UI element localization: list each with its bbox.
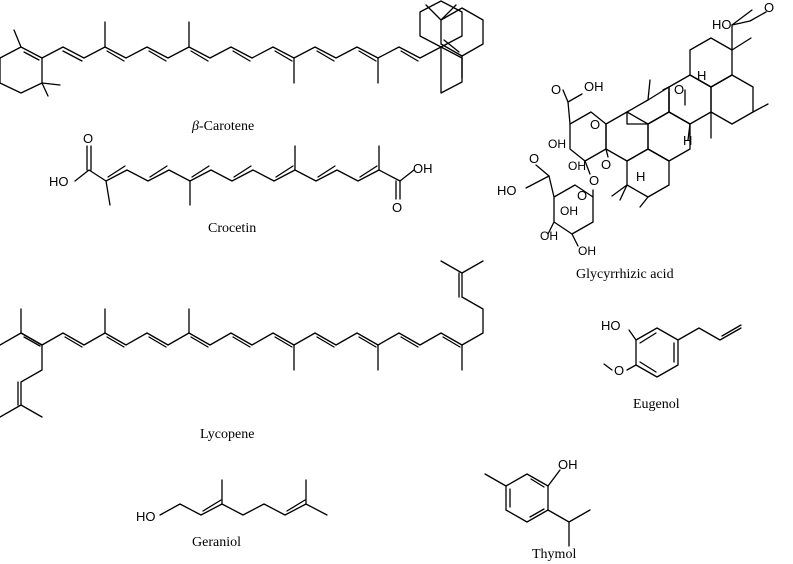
glyc-oh-c: OH bbox=[560, 204, 578, 218]
glyc-o-ring1: O bbox=[590, 117, 600, 132]
crocetin-o-top: O bbox=[83, 131, 93, 146]
geraniol-ho: HO bbox=[136, 509, 156, 524]
glyc-o-ketone: O bbox=[674, 82, 684, 97]
glyc-o-top: O bbox=[764, 0, 774, 15]
thymol-structure: OH Thymol bbox=[484, 457, 591, 562]
thymol-label: Thymol bbox=[532, 547, 576, 562]
glyc-o-link: O bbox=[601, 157, 611, 172]
geraniol-structure: HO Geraniol bbox=[136, 479, 328, 550]
geraniol-label: Geraniol bbox=[192, 535, 241, 550]
eugenol-label: Eugenol bbox=[633, 397, 680, 412]
glycyrrhizic-acid-structure: HO O O H H H O O O OH OH OH O O O HO OH … bbox=[497, 0, 774, 282]
crocetin-o-bottom: O bbox=[392, 200, 402, 215]
glyc-h3: H bbox=[636, 169, 645, 184]
glyc-cooh2-o: O bbox=[529, 151, 539, 166]
glyc-o-gly: O bbox=[589, 173, 599, 188]
crocetin-label: Crocetin bbox=[208, 221, 256, 236]
glyc-h2: H bbox=[683, 133, 692, 148]
glyc-h1: H bbox=[697, 68, 706, 83]
glyc-cooh1-oh: OH bbox=[584, 79, 604, 94]
eugenol-ho: HO bbox=[601, 318, 621, 333]
glyc-oh-e: OH bbox=[578, 244, 596, 258]
glyc-oh-b: OH bbox=[568, 159, 586, 173]
crocetin-oh: OH bbox=[413, 161, 433, 176]
lycopene-label: Lycopene bbox=[200, 427, 254, 442]
glyc-oh-a: OH bbox=[548, 137, 566, 151]
eugenol-structure: HO O Eugenol bbox=[601, 318, 742, 412]
thymol-oh: OH bbox=[558, 457, 578, 472]
glycyrrhizic-acid-label: Glycyrrhizic acid bbox=[576, 267, 674, 282]
glyc-oh-d: OH bbox=[540, 229, 558, 243]
beta-carotene-label: β-Carotene bbox=[191, 119, 254, 134]
lycopene-structure: Lycopene bbox=[0, 260, 484, 442]
glyc-ho-top: HO bbox=[712, 17, 732, 32]
glyc-cooh1-o: O bbox=[551, 82, 561, 97]
eugenol-o: O bbox=[614, 363, 624, 378]
crocetin-ho: HO bbox=[49, 174, 69, 189]
glyc-o-ring2: O bbox=[577, 188, 587, 203]
glyc-cooh2-ho: HO bbox=[497, 183, 517, 198]
crocetin-structure: O HO OH O Crocetin bbox=[49, 131, 433, 236]
beta-carotene-structure: β-Carotene bbox=[0, 0, 484, 134]
